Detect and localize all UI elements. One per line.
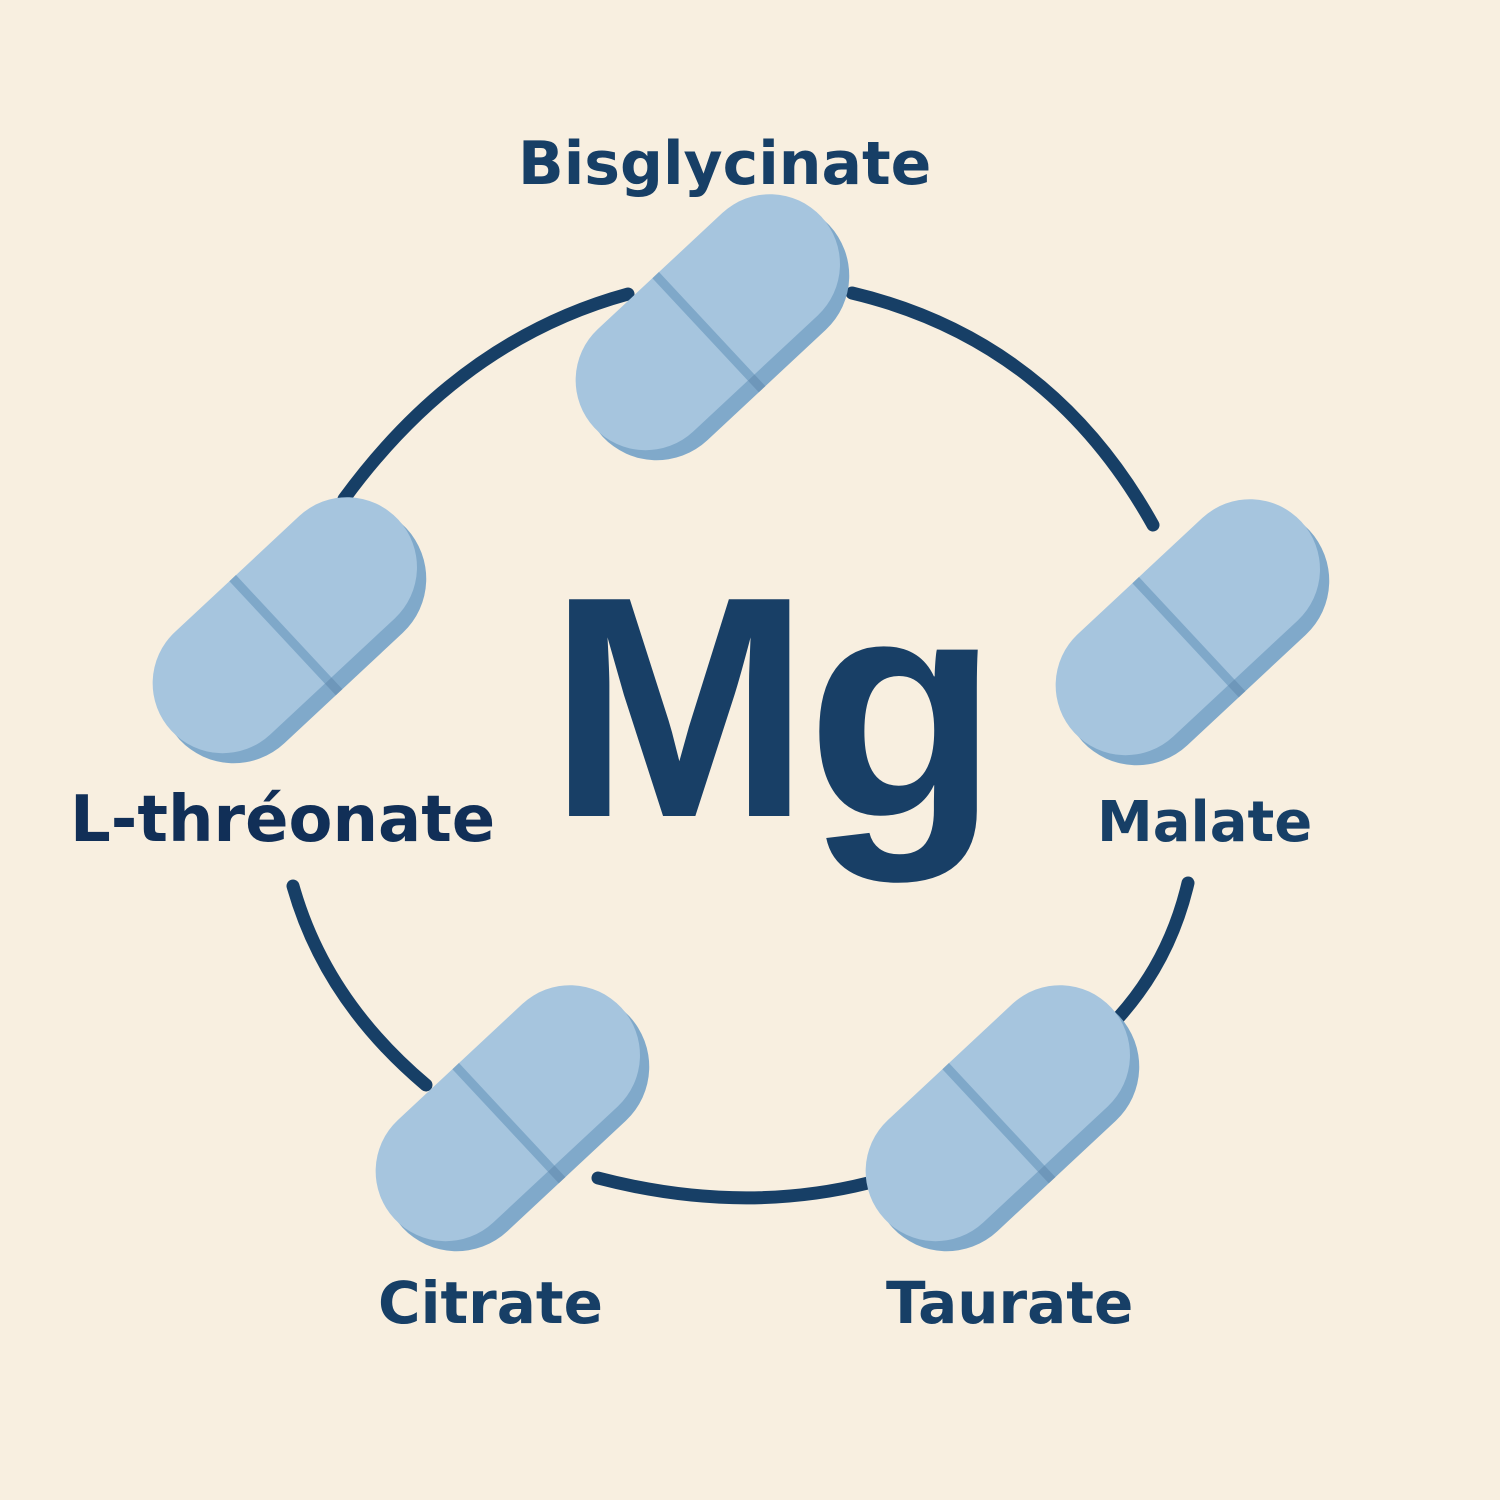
ring-arc-left [286, 879, 433, 1092]
label-l-threonate: L-thréonate [70, 783, 496, 857]
ring-arc-top-right [845, 286, 1160, 532]
capsule-l-threonate [124, 468, 457, 794]
capsule-bisglycinate [547, 165, 880, 491]
capsule-malate [1027, 470, 1360, 796]
label-citrate: Citrate [378, 1269, 603, 1337]
ring-arc-top-left [337, 287, 635, 506]
label-malate: Malate [1097, 790, 1313, 855]
capsule-citrate [347, 956, 680, 1282]
ring-arc-right [1112, 876, 1195, 1024]
magnesium-symbol: Mg [548, 531, 999, 883]
ring-arc-bottom [591, 1171, 875, 1205]
capsule-taurate [837, 956, 1170, 1282]
ring [286, 286, 1195, 1205]
label-bisglycinate: Bisglycinate [518, 129, 932, 199]
label-taurate: Taurate [886, 1269, 1134, 1337]
